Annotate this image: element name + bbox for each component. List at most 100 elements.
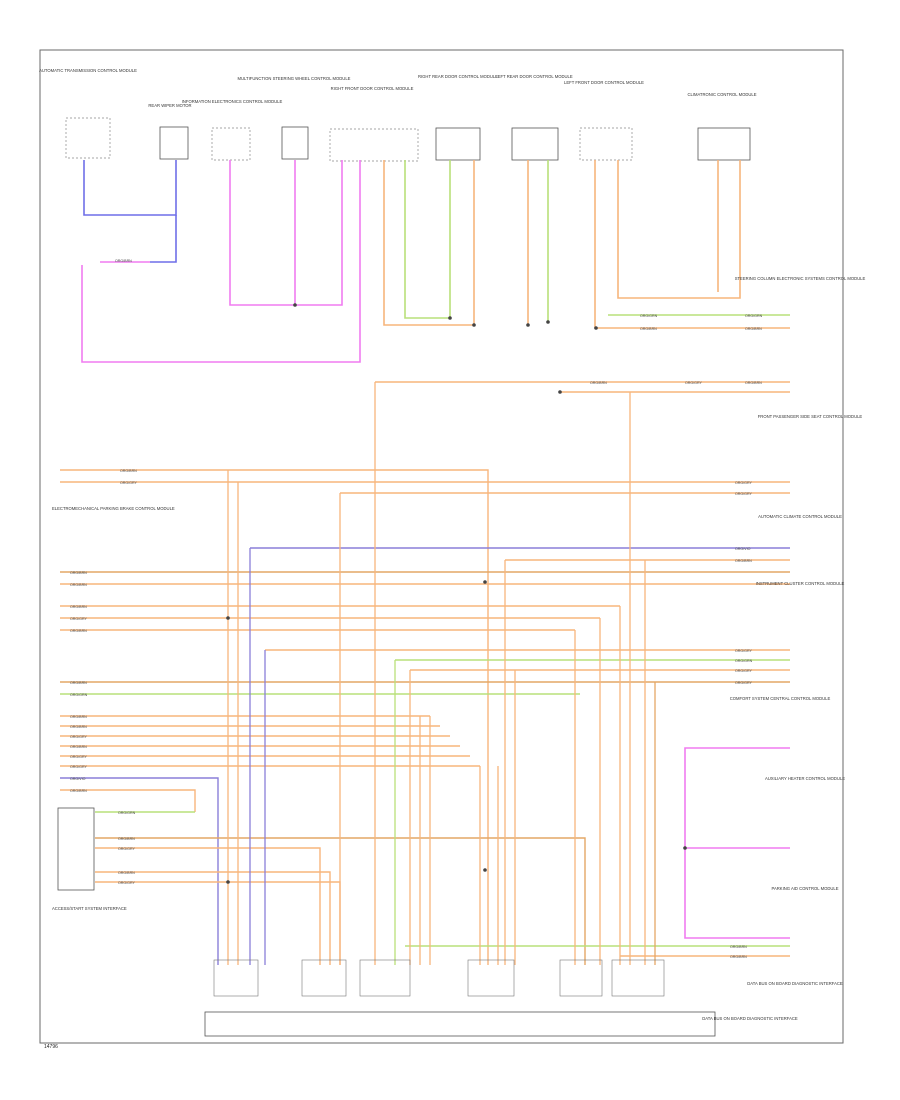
wire-tag: ORG/BRN (640, 327, 657, 331)
wire-tag: ORG/GRY (685, 381, 703, 385)
wire-tag: ORG/GRY (735, 681, 753, 685)
junction-dot (546, 320, 550, 324)
wire-tag: ORG/GRY (735, 669, 753, 673)
component-label-c9: CLIMATRONIC CONTROL MODULE (687, 92, 756, 97)
wire-h-3 (60, 469, 489, 965)
component-label-r7: PARKING AID CONTROL MODULE (771, 886, 838, 891)
connector-pins (213, 959, 665, 997)
wire-tag: ORG/BRN (70, 745, 87, 749)
right-components: STEERING COLUMN ELECTRONIC SYSTEMS CONTR… (730, 276, 866, 986)
junction-dot (483, 580, 487, 584)
pin-block (213, 959, 259, 997)
component-box-c8 (579, 127, 633, 161)
component-label-r4: INSTRUMENT CLUSTER CONTROL MODULE (756, 581, 845, 586)
wire-tag: ORG/BRN (70, 681, 87, 685)
junction-dot (558, 390, 562, 394)
junction-dot (483, 868, 487, 872)
wire-tag: ORG/BRN (118, 871, 135, 875)
component-label-r6: AUXILIARY HEATER CONTROL MODULE (765, 776, 845, 781)
junction-dot (226, 880, 230, 884)
component-label-l1: ELECTROMECHANICAL PARKING BRAKE CONTROL … (52, 506, 175, 511)
component-label-l2: ACCESS/START SYSTEM INTERFACE (52, 906, 127, 911)
wire-tag: ORG/GRN (70, 693, 88, 697)
wire-tag: ORG/GRY (118, 881, 136, 885)
component-label-c7: LEFT REAR DOOR CONTROL MODULE (495, 74, 572, 79)
component-label-r8: DATA BUS ON BOARD DIAGNOSTIC INTERFACE (747, 981, 843, 986)
wire-tag: ORG/BRN (70, 629, 87, 633)
right-pink-wires (684, 747, 790, 939)
wire-tag: ORG/BRN (590, 381, 607, 385)
junction-dot (448, 316, 452, 320)
wire-tag: ORG/GRN (745, 314, 763, 318)
junctions (226, 303, 687, 884)
component-box-c7 (511, 127, 559, 161)
component-label-c1: AUTOMATIC TRANSMISSION CONTROL MODULE (39, 68, 137, 73)
wire-tag: ORG/GRY (70, 735, 88, 739)
wire-blue-1 (83, 160, 177, 216)
wire-h-29 (95, 871, 331, 965)
component-label-r3: AUTOMATIC CLIMATE CONTROL MODULE (758, 514, 842, 519)
top-components: AUTOMATIC TRANSMISSION CONTROL MODULE RE… (39, 68, 757, 162)
wire-tag: ORG/BRN (70, 789, 87, 793)
component-box-c2 (159, 126, 189, 160)
wire-tag: ORG/BRN (70, 715, 87, 719)
junction-dot (683, 846, 687, 850)
wire-orange-4 (617, 160, 741, 299)
wire-orange-1 (383, 160, 475, 326)
wire-tag: ORG/BRN (70, 725, 87, 729)
wire-tag: ORG/VIO (735, 547, 751, 551)
component-box-c5 (329, 128, 419, 162)
component-label-r2: FRONT PASSENGER SIDE SEAT CONTROL MODULE (758, 414, 863, 419)
wire-tag: ORG/GRN (640, 314, 658, 318)
component-label-r5: COMFORT SYSTEM CENTRAL CONTROL MODULE (730, 696, 831, 701)
component-label-c2: REAR WIPER MOTOR (148, 103, 191, 108)
wire-tag: ORG/BRN (115, 259, 132, 263)
component-label-c3: INFORMATION ELECTRONICS CONTROL MODULE (182, 99, 283, 104)
junction-dot (226, 616, 230, 620)
wire-orange-3 (594, 160, 790, 329)
wire-h-25 (60, 789, 196, 812)
pin-block (359, 959, 411, 997)
pin-block (559, 959, 603, 997)
wire-tag: ORG/BRN (118, 837, 135, 841)
wire-tag: ORG/GRY (735, 481, 753, 485)
junction-dot (594, 326, 598, 330)
wire-tag: ORG/GRY (70, 617, 88, 621)
wire-tags: ORG/BRN ORG/GRN ORG/BRN ORG/GRN ORG/BRN … (70, 259, 763, 959)
diagram-code: 14796 (44, 1044, 58, 1050)
wire-tag: ORG/BRN (70, 583, 87, 587)
component-box-c1 (65, 117, 111, 159)
wire-tag: ORG/BRN (745, 327, 762, 331)
component-label-c8: LEFT FRONT DOOR CONTROL MODULE (564, 80, 644, 85)
bottom-connector: DATA BUS ON BOARD DIAGNOSTIC INTERFACE (204, 959, 798, 1037)
wire-tag: ORG/BRN (735, 559, 752, 563)
pin-block (611, 959, 665, 997)
wire-tag: ORG/GRY (118, 847, 136, 851)
wire-tag: ORG/GRN (735, 659, 753, 663)
wire-tag: ORG/GRY (120, 481, 138, 485)
component-box-c4 (281, 126, 309, 160)
component-label-c4: MULTIFUNCTION STEERING WHEEL CONTROL MOD… (238, 76, 351, 81)
wire-pink-2 (229, 160, 343, 306)
wire-h-24 (60, 777, 219, 965)
pin-block (301, 959, 347, 997)
component-box-c9 (697, 127, 751, 161)
wire-tag: ORG/BRN (745, 381, 762, 385)
pin-block (467, 959, 515, 997)
component-label-c6: RIGHT REAR DOOR CONTROL MODULE (418, 74, 498, 79)
wire-tag: ORG/BRN (70, 605, 87, 609)
wire-tag: ORG/BRN (70, 571, 87, 575)
wire-tag: ORG/GRY (735, 492, 753, 496)
top-wires (81, 160, 790, 363)
wire-tag: ORG/GRY (70, 765, 88, 769)
connector-body (204, 1011, 716, 1037)
component-box-c3 (211, 127, 251, 161)
connector-label: DATA BUS ON BOARD DIAGNOSTIC INTERFACE (702, 1016, 798, 1021)
wire-pink-1 (81, 160, 361, 363)
wire-blue-2 (150, 215, 177, 263)
wire-green-1 (404, 160, 451, 319)
wire-tag: ORG/GRN (118, 811, 136, 815)
component-box-c6 (435, 127, 481, 161)
junction-dot (472, 323, 476, 327)
